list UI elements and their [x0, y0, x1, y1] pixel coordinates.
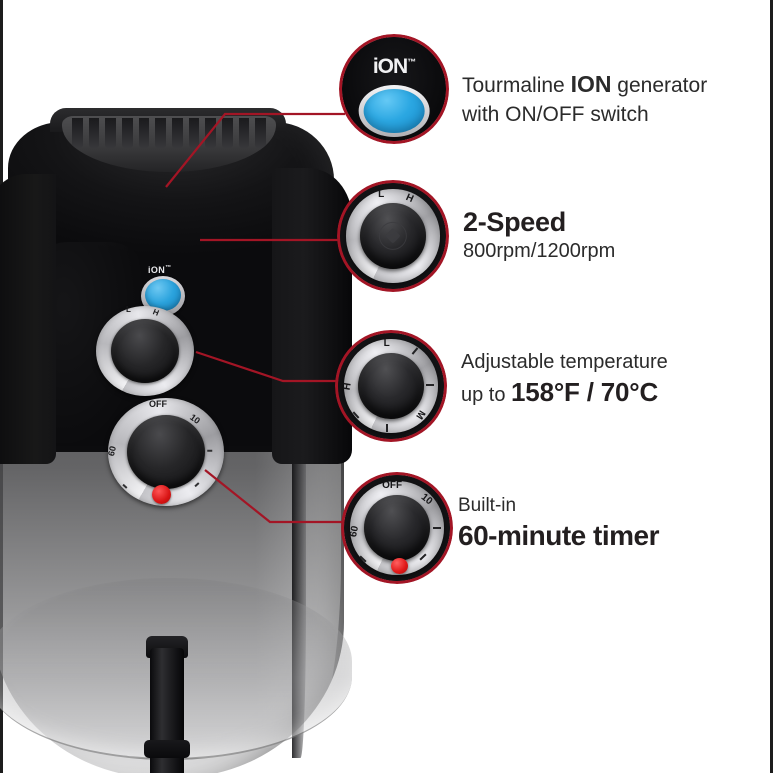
product-ion-button-face[interactable]: [145, 279, 181, 311]
timer-dial-knob[interactable]: [127, 415, 205, 489]
product-ion-button[interactable]: [141, 276, 185, 316]
speed-dial-mark-l: L: [126, 305, 131, 314]
callout-temp-border: [335, 330, 447, 442]
callout-ion-generator: iON™: [339, 34, 449, 144]
callout-speed-dial: L H: [337, 180, 449, 292]
stand-collar: [144, 740, 190, 758]
speed-dial-knob[interactable]: [111, 319, 179, 383]
timer-dial-tick: [207, 449, 213, 452]
callout-temperature-dial: L H M: [335, 330, 447, 442]
feature-text-speed: 2-Speed 800rpm/1200rpm: [463, 206, 615, 265]
product-ion-label: iON™: [148, 265, 172, 275]
feature-text-timer-line1: Built-in: [458, 495, 517, 516]
feature-text-speed-detail: 800rpm/1200rpm: [463, 240, 616, 262]
housing-shoulder-left: [0, 174, 56, 464]
product-timer-dial[interactable]: OFF 10 60: [106, 398, 224, 506]
callout-timer-border: [341, 472, 453, 584]
page-border-right: [770, 0, 773, 773]
vent-slats: [72, 118, 267, 148]
timer-dial-indicator: [152, 485, 171, 504]
feature-text-temperature-line2: up to 158°F / 70°C: [461, 377, 659, 407]
feature-text-temperature: Adjustable temperature up to 158°F / 70°…: [461, 349, 668, 411]
feature-text-ion-line1: Tourmaline ION generator: [462, 71, 708, 97]
feature-text-temperature-line1: Adjustable temperature: [461, 351, 668, 373]
callout-ion-border: [339, 34, 449, 144]
feature-text-ion-line2: with ON/OFF switch: [462, 103, 649, 126]
timer-dial-mark-off: OFF: [149, 399, 167, 409]
callout-speed-border: [337, 180, 449, 292]
feature-text-timer-headline: 60-minute timer: [458, 520, 660, 551]
feature-text-ion: Tourmaline ION generator with ON/OFF swi…: [462, 70, 707, 129]
product-speed-dial[interactable]: L H: [96, 305, 194, 396]
callout-timer-dial: OFF 10 60: [341, 472, 453, 584]
feature-text-timer: Built-in 60-minute timer: [458, 493, 660, 554]
feature-text-speed-headline: 2-Speed: [463, 207, 566, 237]
